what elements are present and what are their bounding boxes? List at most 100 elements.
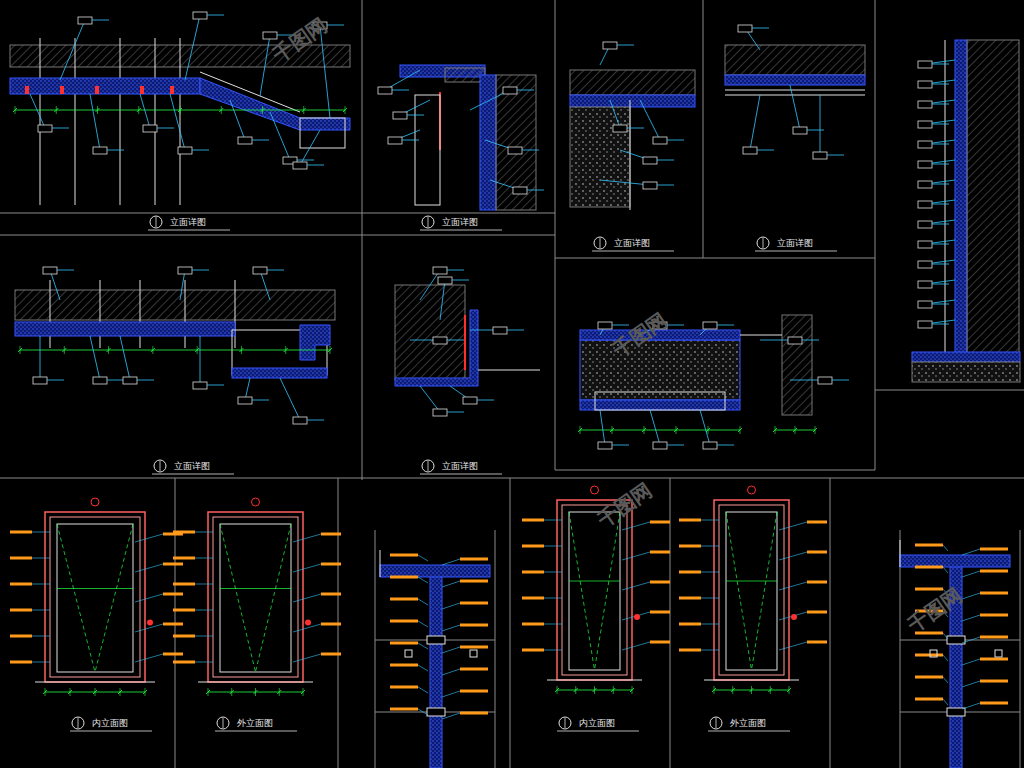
drawing-line — [180, 106, 181, 114]
drawing-rect — [463, 397, 477, 404]
drawing-rect — [388, 137, 402, 144]
drawing-rect — [300, 118, 345, 148]
drawing-line — [92, 20, 109, 21]
drawing-line — [57, 524, 95, 672]
drawing-line — [617, 45, 634, 46]
drawing-rect — [393, 112, 407, 119]
drawing-line — [740, 426, 741, 434]
drawing-line — [300, 130, 320, 165]
title-marker — [154, 460, 166, 472]
drawing-line — [640, 100, 660, 140]
drawing-line — [256, 524, 292, 672]
drawing-rect — [45, 512, 145, 682]
drawing-rect — [293, 162, 307, 169]
drawing-rect — [915, 544, 943, 547]
drawing-rect — [433, 267, 447, 274]
drawing-line — [267, 270, 284, 271]
drawing-line — [0, 235, 362, 236]
drawing-line — [775, 426, 776, 434]
drawing-line — [0, 213, 555, 214]
drawing-line — [815, 426, 816, 434]
drawing-line — [215, 731, 297, 732]
drawing-line — [763, 238, 764, 248]
drawing-line — [612, 426, 613, 434]
drawing-line — [612, 445, 629, 446]
drawing-rect — [50, 517, 140, 677]
title-marker — [559, 717, 571, 729]
drawing-line — [657, 160, 674, 161]
drawing-rect — [569, 512, 620, 670]
drawing-rect — [293, 417, 307, 424]
drawing-rect — [980, 614, 1008, 617]
drawing-line — [255, 688, 256, 696]
drawing-line — [676, 426, 677, 434]
drawing-rect — [460, 602, 488, 605]
drawing-rect — [38, 125, 52, 132]
drawing-rect — [650, 581, 670, 584]
drawing-line — [380, 550, 381, 577]
view-title: 外立面图 — [236, 719, 274, 728]
drawing-line — [547, 680, 642, 681]
drawing-line — [420, 230, 502, 231]
marker-dot — [305, 620, 311, 626]
drawing-line — [120, 688, 121, 696]
drawing-rect — [918, 141, 932, 148]
drawing-line — [95, 524, 133, 672]
view-title: 立面详图 — [441, 218, 479, 227]
drawing-rect — [173, 557, 195, 560]
drawing-rect — [173, 635, 195, 638]
drawing-rect — [238, 397, 252, 404]
drawing-line — [307, 165, 324, 166]
drawing-rect — [60, 86, 64, 94]
drawing-line — [345, 106, 346, 114]
drawing-line — [630, 100, 631, 210]
drawing-line — [875, 390, 1024, 391]
drawing-line — [510, 478, 511, 768]
drawing-line — [293, 594, 321, 602]
drawing-rect — [321, 533, 341, 536]
drawing-line — [932, 164, 949, 165]
drawing-line — [223, 718, 224, 728]
drawing-line — [195, 610, 213, 611]
drawing-line — [700, 410, 710, 445]
drawing-line — [555, 258, 875, 259]
drawing-line — [569, 581, 620, 582]
drawing-line — [600, 238, 601, 248]
drawing-line — [544, 520, 562, 521]
drawing-rect — [653, 442, 667, 449]
drawing-line — [962, 593, 980, 599]
drawing-rect — [380, 565, 490, 577]
drawing-line — [138, 106, 139, 114]
drawing-line — [701, 598, 719, 599]
drawing-line — [442, 647, 460, 653]
drawing-line — [612, 325, 629, 326]
drawing-line — [447, 340, 464, 341]
drawing-line — [135, 594, 163, 602]
drawing-line — [725, 90, 865, 91]
drawing-line — [755, 251, 837, 252]
drawing-line — [544, 546, 562, 547]
drawing-line — [320, 25, 330, 118]
drawing-line — [207, 15, 224, 16]
drawing-rect — [782, 315, 812, 415]
drawing-line — [708, 731, 790, 732]
drawing-rect — [433, 409, 447, 416]
drawing-line — [195, 636, 213, 637]
drawing-line — [120, 38, 121, 205]
drawing-rect — [460, 624, 488, 627]
drawing-line — [622, 612, 650, 620]
drawing-line — [180, 270, 185, 300]
drawing-rect — [613, 125, 627, 132]
drawing-rect — [321, 563, 341, 566]
drawing-line — [478, 370, 540, 371]
drawing-rect — [725, 45, 865, 75]
drawing-line — [418, 577, 428, 583]
drawing-rect — [726, 512, 777, 670]
drawing-line — [64, 346, 65, 354]
drawing-rect — [460, 580, 488, 583]
drawing-rect — [321, 653, 341, 656]
drawing-line — [452, 280, 469, 281]
drawing-line — [477, 400, 494, 401]
drawing-line — [152, 474, 234, 475]
